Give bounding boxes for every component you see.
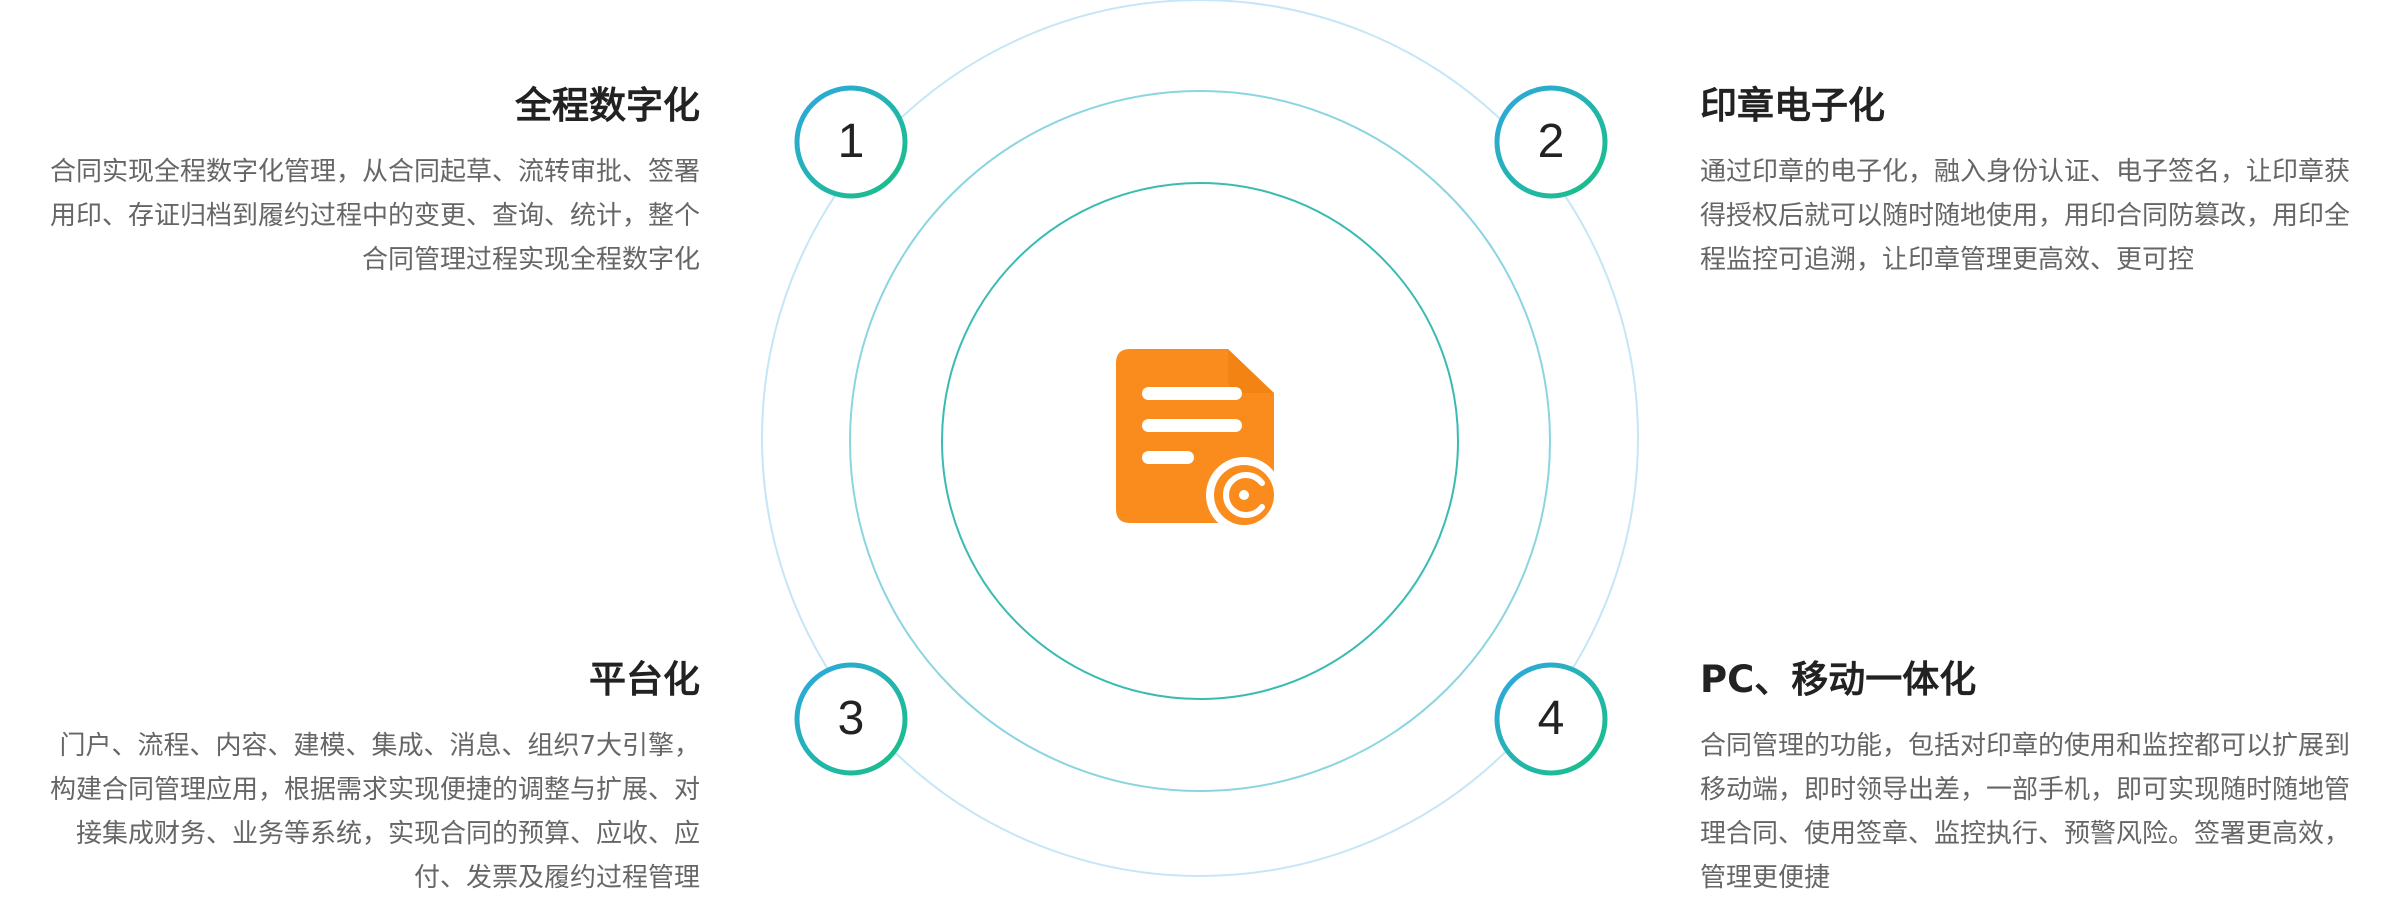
feature-description: 门户、流程、内容、建模、集成、消息、组织7大引擎， 构建合同管理应用，根据需求实… [0,724,700,900]
inner-ring [941,182,1459,700]
feature-description: 通过印章的电子化，融入身份认证、电子签名，让印章获 得授权后就可以随时随地使用，… [1700,150,2400,282]
description-line: 通过印章的电子化，融入身份认证、电子签名，让印章获 [1700,157,2351,188]
description-line: 用印、存证归档到履约过程中的变更、查询、统计，整个 [49,201,700,232]
step-badge-2: 2 [1494,85,1608,199]
description-line: 接集成财务、业务等系统，实现合同的预算、应收、应 [75,819,700,850]
description-line: 合同实现全程数字化管理，从合同起草、流转审批、签署 [49,157,700,188]
step-badge-1: 1 [794,85,908,199]
feature-block-1: 全程数字化 合同实现全程数字化管理，从合同起草、流转审批、签署 用印、存证归档到… [0,84,700,282]
description-line: 移动端，即时领导出差，一部手机，即可实现随时随地管 [1700,775,2351,806]
description-line: 合同管理过程实现全程数字化 [361,245,700,276]
description-line: 程监控可追溯，让印章管理更高效、更可控 [1700,245,2195,276]
description-line: 管理更便捷 [1700,863,1831,894]
feature-block-2: 印章电子化 通过印章的电子化，融入身份认证、电子签名，让印章获 得授权后就可以随… [1700,84,2400,282]
feature-block-4: PC、移动一体化 合同管理的功能，包括对印章的使用和监控都可以扩展到 移动端，即… [1700,658,2400,900]
feature-block-3: 平台化 门户、流程、内容、建模、集成、消息、组织7大引擎， 构建合同管理应用，根… [0,658,700,900]
step-badge-4: 4 [1494,662,1608,776]
description-line: 得授权后就可以随时随地使用，用印合同防篡改，用印全 [1700,201,2351,232]
step-number: 3 [837,692,865,745]
description-line: 理合同、使用签章、监控执行、预警风险。签署更高效， [1700,819,2351,850]
step-number: 2 [1537,115,1565,168]
middle-ring [849,90,1551,792]
step-badge-3: 3 [794,662,908,776]
feature-title: 平台化 [589,658,700,701]
contract-document-seal-icon [1116,349,1284,533]
feature-description: 合同管理的功能，包括对印章的使用和监控都可以扩展到 移动端，即时领导出差，一部手… [1700,724,2400,900]
description-line: 构建合同管理应用，根据需求实现便捷的调整与扩展、对 [49,775,700,806]
outer-ring [761,0,1639,877]
feature-description: 合同实现全程数字化管理，从合同起草、流转审批、签署 用印、存证归档到履约过程中的… [0,150,700,282]
description-line: 合同管理的功能，包括对印章的使用和监控都可以扩展到 [1700,731,2351,762]
step-number: 4 [1537,692,1565,745]
description-line: 门户、流程、内容、建模、集成、消息、组织7大引擎， [59,731,700,762]
step-number: 1 [837,115,865,168]
feature-title: PC、移动一体化 [1700,658,1977,701]
feature-title: 印章电子化 [1700,84,1885,127]
feature-title: 全程数字化 [515,84,700,127]
description-line: 付、发票及履约过程管理 [413,863,700,894]
